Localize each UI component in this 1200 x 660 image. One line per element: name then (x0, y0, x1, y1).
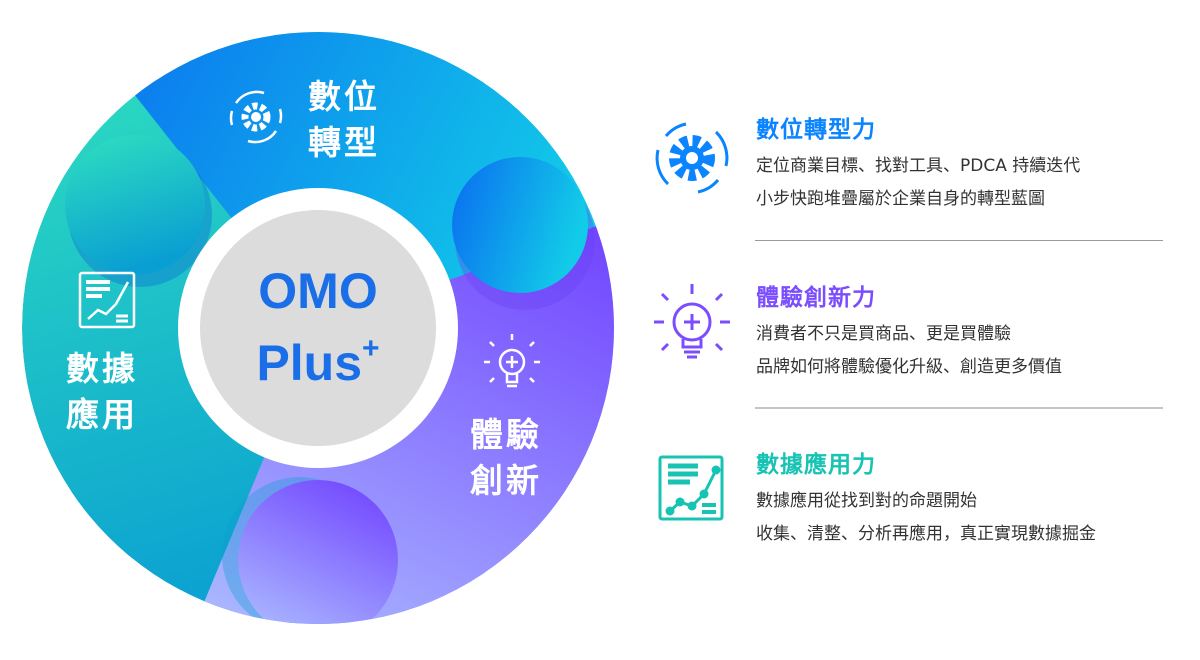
divider (755, 240, 1163, 241)
segment-label-line: 轉型 (308, 123, 380, 162)
feature-description: 數據應用從找到對的命題開始收集、清整、分析再應用，真正實現數據掘金 (756, 485, 1096, 551)
omo-wheel-diagram (22, 32, 614, 624)
segment-label-digital: 數位 轉型 (308, 74, 380, 166)
gear-cycle-icon (655, 122, 729, 194)
feature-title: 數據應用力 (756, 452, 876, 478)
center-plus-sign: + (362, 332, 380, 365)
description-line: 消費者不只是買商品、更是買體驗 (756, 324, 1011, 344)
description-line: 小步快跑堆疊屬於企業自身的轉型藍圖 (756, 189, 1045, 209)
segment-label-line: 應用 (66, 395, 138, 434)
segment-label-data: 數據 應用 (66, 346, 138, 438)
description-line: 數據應用從找到對的命題開始 (756, 491, 977, 511)
center-title-line1: OMO (258, 263, 378, 319)
description-line: 定位商業目標、找對工具、PDCA 持續迭代 (756, 156, 1081, 176)
feature-description: 消費者不只是買商品、更是買體驗品牌如何將體驗優化升級、創造更多價值 (756, 318, 1062, 384)
gear-cycle-icon (229, 90, 283, 144)
lightbulb-icon (654, 284, 730, 359)
feature-title: 體驗創新力 (756, 285, 876, 311)
center-title-line2: Plus+ (218, 320, 418, 392)
data-chart-icon (78, 271, 136, 329)
segment-label-experience: 體驗 創新 (470, 412, 542, 504)
center-title: OMO Plus+ (218, 262, 418, 392)
data-chart-icon (658, 455, 724, 521)
center-disc (200, 210, 436, 446)
description-line: 品牌如何將體驗優化升級、創造更多價值 (756, 357, 1062, 377)
segment-label-line: 創新 (470, 461, 542, 500)
description-line: 收集、清整、分析再應用，真正實現數據掘金 (756, 524, 1096, 544)
segment-label-line: 體驗 (470, 415, 542, 454)
divider (755, 407, 1163, 409)
center-plus-text: Plus (256, 335, 363, 391)
lightbulb-icon (484, 334, 540, 388)
feature-description: 定位商業目標、找對工具、PDCA 持續迭代小步快跑堆疊屬於企業自身的轉型藍圖 (756, 150, 1080, 216)
feature-title: 數位轉型力 (756, 117, 876, 143)
segment-label-line: 數據 (66, 349, 138, 388)
segment-label-line: 數位 (308, 77, 380, 116)
